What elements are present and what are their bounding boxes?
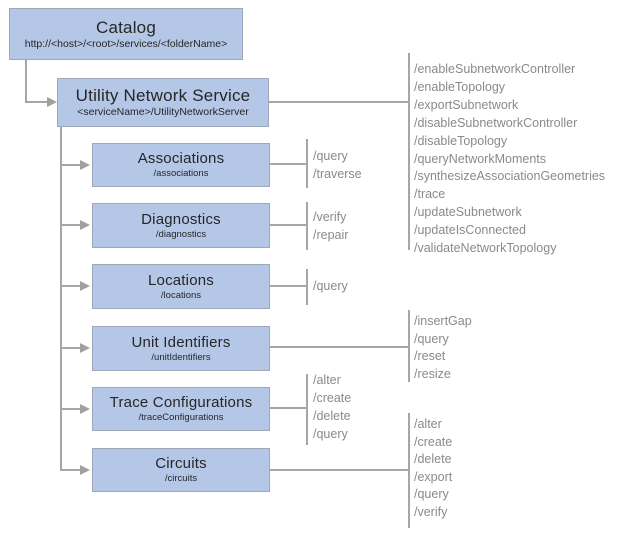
op-label: /query: [414, 331, 449, 346]
node-title: Diagnostics: [141, 210, 221, 228]
node-diagnostics: Diagnostics /diagnostics: [92, 203, 270, 248]
op-label: /delete: [313, 409, 351, 423]
arrowhead-icon: [80, 160, 90, 170]
ops-list-circuits: /alter /create /delete /export /query /v…: [414, 416, 452, 521]
op-label: /repair: [313, 227, 349, 242]
node-title: Circuits: [155, 455, 207, 472]
arrowhead-icon: [80, 343, 90, 353]
bracket-locations-ops: [306, 269, 308, 305]
node-associations: Associations /associations: [92, 143, 270, 187]
node-url-pattern: /unitIdentifiers: [151, 351, 211, 363]
connector-locations-ops: [270, 285, 307, 287]
node-url-pattern: /associations: [153, 168, 209, 179]
op-label: /verify: [414, 504, 448, 519]
node-url-pattern: /circuits: [164, 473, 198, 484]
op-label: /reset: [414, 349, 446, 363]
op-label: /query: [414, 487, 449, 501]
node-url-pattern: http://<host>/<root>/services/<folderNam…: [24, 37, 228, 50]
node-locations: Locations /locations: [92, 264, 270, 309]
op-label: /trace: [414, 187, 446, 202]
node-utility-network-service: Utility Network Service <serviceName>/Ut…: [57, 78, 269, 127]
op-label: /disableSubnetworkController: [414, 115, 578, 130]
bracket-service-ops: [408, 53, 410, 250]
op-label: /verify: [313, 210, 347, 224]
arrowhead-icon: [80, 404, 90, 414]
ops-list-diagnostics: /verify /repair: [313, 209, 348, 244]
connector-unit-identifiers-ops: [270, 346, 408, 348]
connector-catalog-horizontal: [25, 101, 47, 103]
op-label: /queryNetworkMoments: [414, 151, 546, 166]
op-label: /query: [313, 149, 348, 163]
op-label: /query: [313, 427, 348, 441]
ops-list-associations: /query /traverse: [313, 148, 362, 183]
op-label: /traverse: [313, 166, 362, 181]
node-catalog: Catalog http://<host>/<root>/services/<f…: [9, 8, 243, 60]
arrowhead-icon: [80, 465, 90, 475]
op-label: /enableSubnetworkController: [414, 62, 576, 76]
op-label: /updateIsConnected: [414, 223, 526, 238]
connector-branch-associations: [60, 164, 80, 166]
ops-list-locations: /query: [313, 278, 348, 296]
node-title: Catalog: [96, 17, 156, 37]
node-title: Utility Network Service: [75, 86, 251, 105]
node-url-pattern: <serviceName>/UtilityNetworkServer: [77, 106, 249, 118]
connector-trace-configurations-ops: [270, 407, 307, 409]
connector-branch-unit-identifiers: [60, 347, 80, 349]
node-title: Locations: [147, 271, 214, 289]
connector-branch-locations: [60, 285, 80, 287]
connector-branch-diagnostics: [60, 224, 80, 226]
bracket-associations-ops: [306, 139, 308, 188]
node-title: Trace Configurations: [109, 394, 253, 411]
node-url-pattern: /locations: [160, 289, 202, 301]
connector-service-trunk: [60, 127, 62, 471]
node-url-pattern: /traceConfigurations: [138, 412, 224, 423]
node-url-pattern: /diagnostics: [155, 228, 207, 240]
op-label: /insertGap: [414, 314, 472, 328]
node-unit-identifiers: Unit Identifiers /unitIdentifiers: [92, 326, 270, 371]
op-label: /resize: [414, 366, 451, 381]
connector-branch-circuits: [60, 469, 80, 471]
node-title: Unit Identifiers: [131, 333, 231, 351]
ops-list-utility-network-service: /enableSubnetworkController /enableTopol…: [414, 61, 605, 258]
connector-branch-trace-configurations: [60, 408, 80, 410]
op-label: /alter: [313, 373, 341, 387]
node-circuits: Circuits /circuits: [92, 448, 270, 492]
node-trace-configurations: Trace Configurations /traceConfiguration…: [92, 387, 270, 431]
bracket-circuits-ops: [408, 413, 410, 528]
bracket-unit-identifiers-ops: [408, 310, 410, 382]
arrowhead-icon: [80, 281, 90, 291]
node-title: Associations: [137, 150, 225, 167]
op-label: /validateNetworkTopology: [414, 241, 557, 256]
op-label: /create: [313, 391, 352, 405]
connector-service-ops: [269, 101, 408, 103]
op-label: /create: [414, 434, 453, 449]
op-label: /delete: [414, 452, 452, 466]
ops-list-trace-configurations: /alter /create /delete /query: [313, 371, 351, 443]
connector-associations-ops: [270, 163, 307, 165]
connector-circuits-ops: [270, 469, 408, 471]
connector-diagnostics-ops: [270, 224, 307, 226]
op-label: /exportSubnetwork: [414, 97, 519, 112]
arrowhead-icon: [47, 97, 57, 107]
connector-catalog-vertical: [25, 60, 27, 102]
op-label: /query: [313, 279, 348, 293]
arrowhead-icon: [80, 220, 90, 230]
bracket-diagnostics-ops: [306, 202, 308, 250]
op-label: /updateSubnetwork: [414, 205, 522, 220]
op-label: /export: [414, 469, 453, 484]
op-label: /disableTopology: [414, 133, 508, 148]
op-label: /alter: [414, 417, 442, 431]
bracket-trace-configurations-ops: [306, 374, 308, 445]
ops-list-unit-identifiers: /insertGap /query /reset /resize: [414, 313, 472, 383]
op-label: /synthesizeAssociationGeometries: [414, 169, 606, 184]
op-label: /enableTopology: [414, 79, 506, 94]
